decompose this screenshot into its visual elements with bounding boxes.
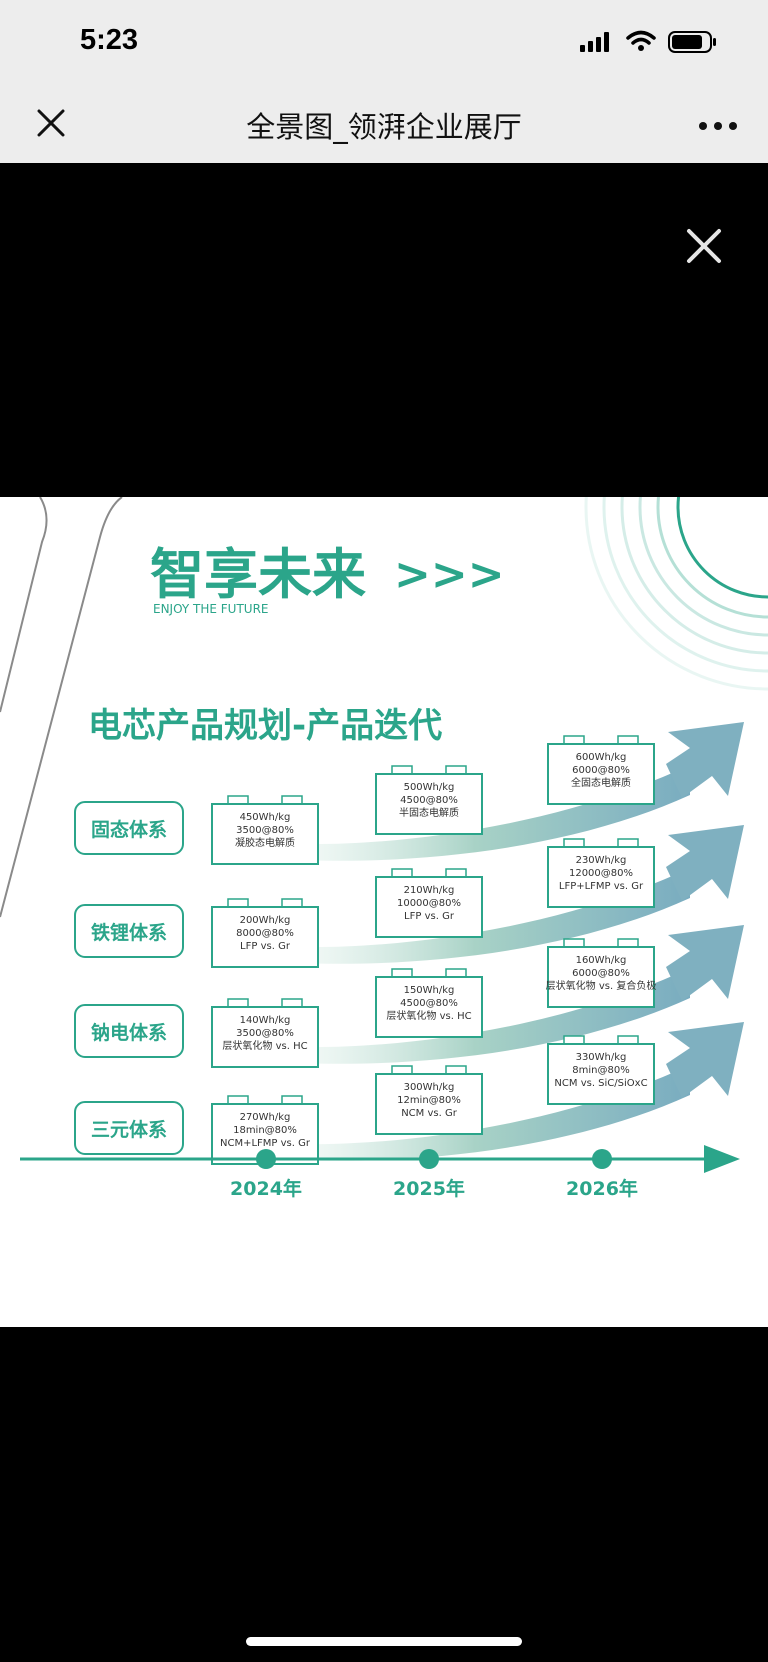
cell-spec: NCM vs. Gr: [401, 1108, 458, 1119]
cell-spec: 160Wh/kg: [576, 955, 627, 966]
cell-spec: 层状氧化物 vs. 复合负极: [546, 979, 657, 992]
cell-spec: 230Wh/kg: [576, 855, 627, 866]
growth-ribbon: [300, 765, 690, 861]
battery-cell: 230Wh/kg 12000@80% LFP+LFMP vs. Gr: [547, 838, 655, 908]
wifi-icon: [626, 30, 656, 51]
row-label: 铁锂体系: [91, 921, 167, 944]
cell-spec: NCM+LFMP vs. Gr: [220, 1138, 311, 1149]
growth-ribbon: [300, 968, 690, 1064]
cell-spec: 半固态电解质: [399, 806, 459, 819]
cell-spec: 200Wh/kg: [240, 915, 291, 926]
cell-spec: LFP+LFMP vs. Gr: [559, 881, 644, 892]
battery-cell: 300Wh/kg 12min@80% NCM vs. Gr: [375, 1065, 483, 1135]
cell-spec: 450Wh/kg: [240, 812, 291, 823]
battery-cell: 450Wh/kg 3500@80%凝胶态电解质: [211, 795, 319, 865]
row-label-box: [74, 904, 184, 958]
cell-spec: 层状氧化物 vs. HC: [222, 1039, 307, 1052]
roadmap-grid: 固态体系450Wh/kg3500@80%凝胶态电解质500Wh/kg4500@8…: [74, 722, 744, 1165]
cell-spec: 500Wh/kg: [404, 782, 455, 793]
cell-spec: 凝胶态电解质: [235, 836, 295, 849]
cell-spec: 10000@80%: [397, 898, 461, 909]
home-indicator: [246, 1637, 522, 1646]
poster-image: 智享未来 >>> ENJOY THE FUTURE 电芯产品规划-产品迭代 固态…: [0, 497, 768, 1327]
page-title: 全景图_领湃企业展厅: [246, 110, 522, 144]
battery-cell: 140Wh/kg 3500@80%层状氧化物 vs. HC: [211, 998, 319, 1068]
status-bar: 5:23: [0, 0, 768, 88]
headline: 智享未来: [150, 543, 366, 606]
nav-bar: 全景图_领湃企业展厅: [0, 88, 768, 163]
status-time: 5:23: [80, 24, 139, 56]
viewer-close-icon[interactable]: [684, 226, 724, 266]
row-label-box: [74, 1101, 184, 1155]
close-icon[interactable]: [34, 106, 68, 140]
battery-cell: 150Wh/kg 4500@80%层状氧化物 vs. HC: [375, 968, 483, 1038]
poster-graphic: 智享未来 >>> ENJOY THE FUTURE 电芯产品规划-产品迭代 固态…: [0, 497, 768, 1200]
cell-spec: 18min@80%: [233, 1125, 297, 1136]
growth-ribbon: [300, 1065, 690, 1161]
cell-spec: LFP vs. Gr: [404, 911, 455, 922]
timeline-year: 2024年: [230, 1177, 302, 1200]
more-options-icon[interactable]: [698, 121, 738, 131]
cell-spec: NCM vs. SiC/SiOxC: [554, 1078, 647, 1089]
timeline-dot: [256, 1149, 276, 1169]
growth-arrow-icon: [666, 722, 744, 798]
growth-arrow-icon: [666, 925, 744, 1001]
cell-spec: 270Wh/kg: [240, 1112, 291, 1123]
row-label-box: [74, 801, 184, 855]
section-title: 电芯产品规划-产品迭代: [88, 706, 442, 746]
cell-spec: 150Wh/kg: [404, 985, 455, 996]
growth-arrow-icon: [666, 1022, 744, 1098]
cell-spec: 210Wh/kg: [404, 885, 455, 896]
timeline-years: 2024年 2025年 2026年: [230, 1149, 638, 1200]
cell-spec: 330Wh/kg: [576, 1052, 627, 1063]
cell-spec: 4500@80%: [400, 998, 458, 1009]
cell-spec: 300Wh/kg: [404, 1082, 455, 1093]
cell-spec: 8000@80%: [236, 928, 294, 939]
decor-line: [0, 497, 123, 918]
cell-spec: 3500@80%: [236, 825, 294, 836]
headline-arrows: >>>: [394, 549, 505, 600]
cell-spec: 600Wh/kg: [576, 752, 627, 763]
timeline-dot: [419, 1149, 439, 1169]
timeline-year: 2025年: [393, 1177, 465, 1200]
decor-line: [0, 497, 48, 713]
row-label-box: [74, 1004, 184, 1058]
cell-spec: 6000@80%: [572, 765, 630, 776]
row-label: 钠电体系: [91, 1021, 167, 1044]
cell-spec: 3500@80%: [236, 1028, 294, 1039]
battery-cell: 330Wh/kg 8min@80% NCM vs. SiC/SiOxC: [547, 1035, 655, 1105]
cell-spec: 140Wh/kg: [240, 1015, 291, 1026]
battery-icon: [668, 31, 716, 53]
cell-spec: 全固态电解质: [571, 776, 631, 789]
growth-ribbon: [300, 868, 690, 964]
tagline: ENJOY THE FUTURE: [153, 602, 269, 616]
cell-spec: 12min@80%: [397, 1095, 461, 1106]
cell-spec: 8min@80%: [572, 1065, 629, 1076]
growth-arrow-icon: [666, 825, 744, 901]
battery-cell: 500Wh/kg 4500@80%半固态电解质: [375, 765, 483, 835]
timeline-year: 2026年: [566, 1177, 638, 1200]
battery-cell: 210Wh/kg 10000@80% LFP vs. Gr: [375, 868, 483, 938]
decor-arcs: [584, 497, 768, 691]
signal-icon: [580, 32, 609, 52]
cell-spec: 层状氧化物 vs. HC: [386, 1009, 471, 1022]
row-label: 三元体系: [91, 1118, 167, 1141]
cell-spec: 12000@80%: [569, 868, 633, 879]
battery-cell: 600Wh/kg 6000@80%全固态电解质: [547, 735, 655, 805]
cell-spec: 4500@80%: [400, 795, 458, 806]
cell-spec: 6000@80%: [572, 968, 630, 979]
battery-cell: 200Wh/kg 8000@80% LFP vs. Gr: [211, 898, 319, 968]
row-label: 固态体系: [91, 818, 167, 841]
timeline-dot: [592, 1149, 612, 1169]
battery-cell: 160Wh/kg 6000@80%层状氧化物 vs. 复合负极: [546, 938, 657, 1008]
cell-spec: LFP vs. Gr: [240, 941, 291, 952]
timeline-arrow-icon: [704, 1145, 740, 1173]
